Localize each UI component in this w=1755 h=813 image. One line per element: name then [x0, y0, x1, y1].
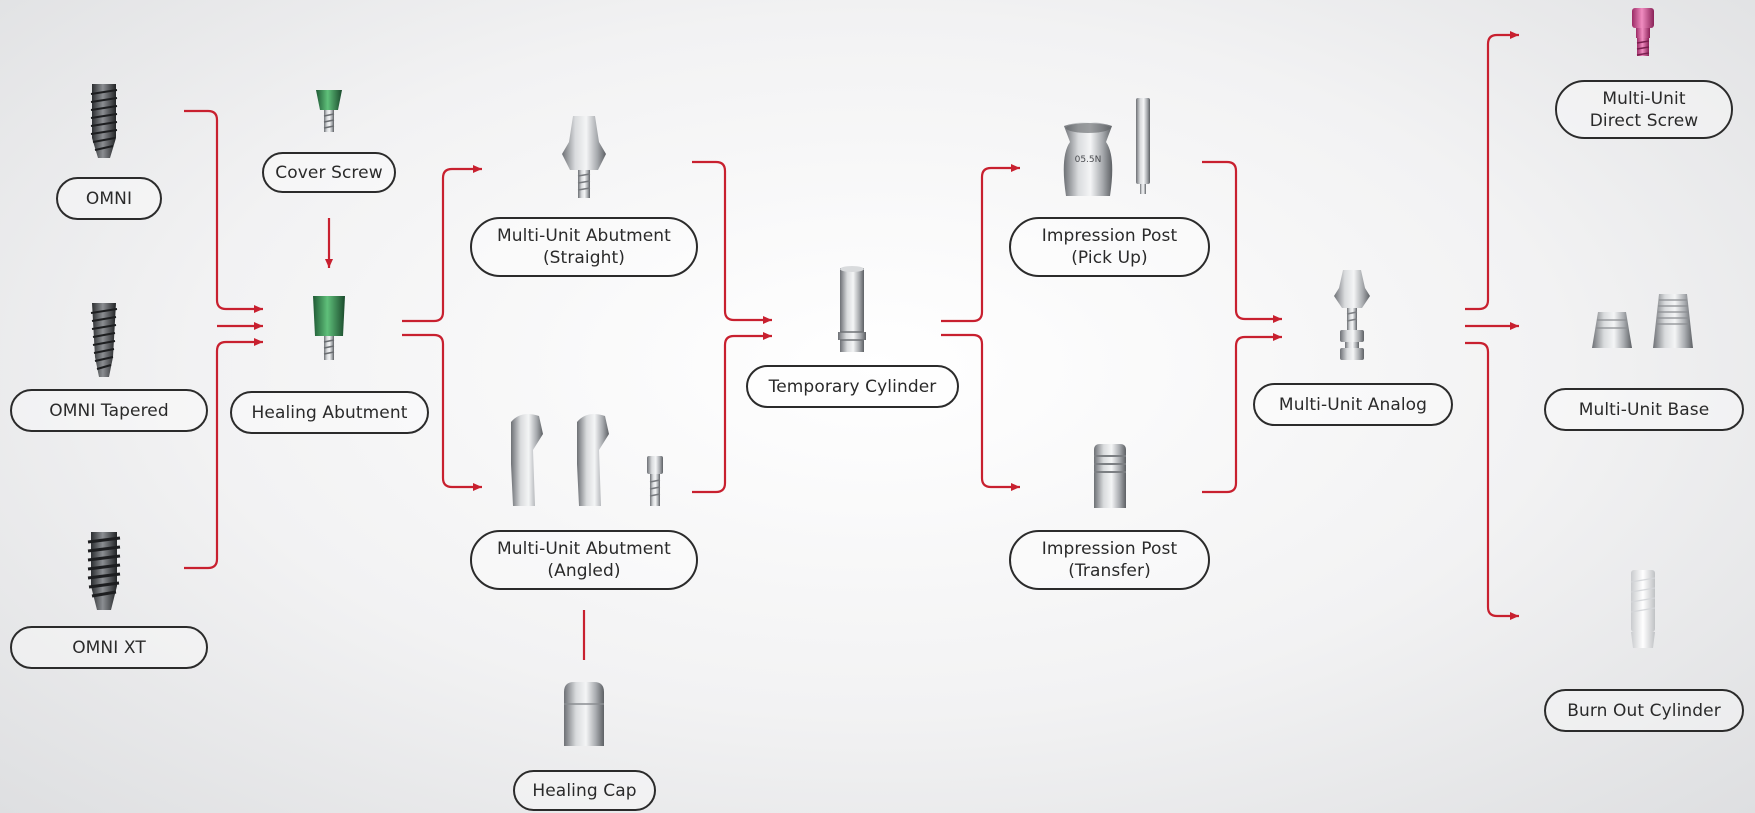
label-burn-out-cylinder: Burn Out Cylinder [1544, 689, 1744, 732]
transfer-post-icon [1094, 444, 1126, 508]
label-mu-base: Multi-Unit Base [1544, 388, 1744, 431]
label-temporary-cylinder: Temporary Cylinder [746, 365, 959, 408]
connector-omni [184, 109, 263, 313]
direct-screw-icon [1632, 8, 1654, 56]
label-omni: OMNI [56, 177, 162, 220]
connector-pickup-to-analog [1202, 160, 1282, 323]
healing-abutment-icon [313, 296, 345, 360]
label-cover-screw: Cover Screw [262, 152, 396, 193]
connector-angled-to-cylinder [692, 332, 772, 494]
connector-to-pickup [941, 164, 1020, 323]
label-omni-xt: OMNI XT [10, 626, 208, 669]
angled-abutment-icon [511, 414, 543, 506]
connector-to-transfer [941, 333, 1020, 491]
connector-to-mua-straight [402, 165, 482, 323]
healing-cap-icon [564, 682, 604, 746]
label-mu-direct-screw: Multi-Unit Direct Screw [1555, 80, 1733, 139]
implant-icon [90, 303, 118, 377]
angled-abutment-icon [577, 414, 609, 506]
label-healing-abutment: Healing Abutment [230, 391, 429, 434]
connector-to-mua-angled [402, 333, 482, 491]
label-impression-transfer: Impression Post (Transfer) [1009, 530, 1210, 590]
connector-to-direct-screw [1465, 31, 1519, 311]
pickup-post-icon: 05.5N [1063, 122, 1113, 196]
implant-icon [87, 532, 121, 610]
connector-omni-xt [184, 338, 263, 570]
label-impression-pickup: Impression Post (Pick Up) [1009, 217, 1210, 277]
burn-out-cylinder-icon [1630, 570, 1656, 648]
label-mua-straight: Multi-Unit Abutment (Straight) [470, 217, 698, 277]
connector-straight-to-cylinder [692, 160, 772, 324]
pickup-post-icon [1136, 98, 1150, 194]
analog-icon [1334, 270, 1370, 360]
label-omni-tapered: OMNI Tapered [10, 389, 208, 432]
straight-abutment-icon [562, 116, 606, 198]
label-healing-cap: Healing Cap [513, 770, 656, 811]
base-icon [1653, 294, 1693, 348]
cover-screw-icon [316, 90, 342, 132]
label-mu-analog: Multi-Unit Analog [1253, 383, 1453, 426]
label-mua-angled: Multi-Unit Abutment (Angled) [470, 530, 698, 590]
base-icon [1592, 312, 1632, 348]
engraving-label: 05.5N [1075, 155, 1102, 165]
connector-transfer-to-analog [1202, 333, 1282, 494]
screw-icon [647, 456, 663, 506]
temporary-cylinder-icon [838, 266, 866, 352]
implant-icon [90, 84, 118, 158]
connector-to-burn-out [1465, 341, 1519, 620]
